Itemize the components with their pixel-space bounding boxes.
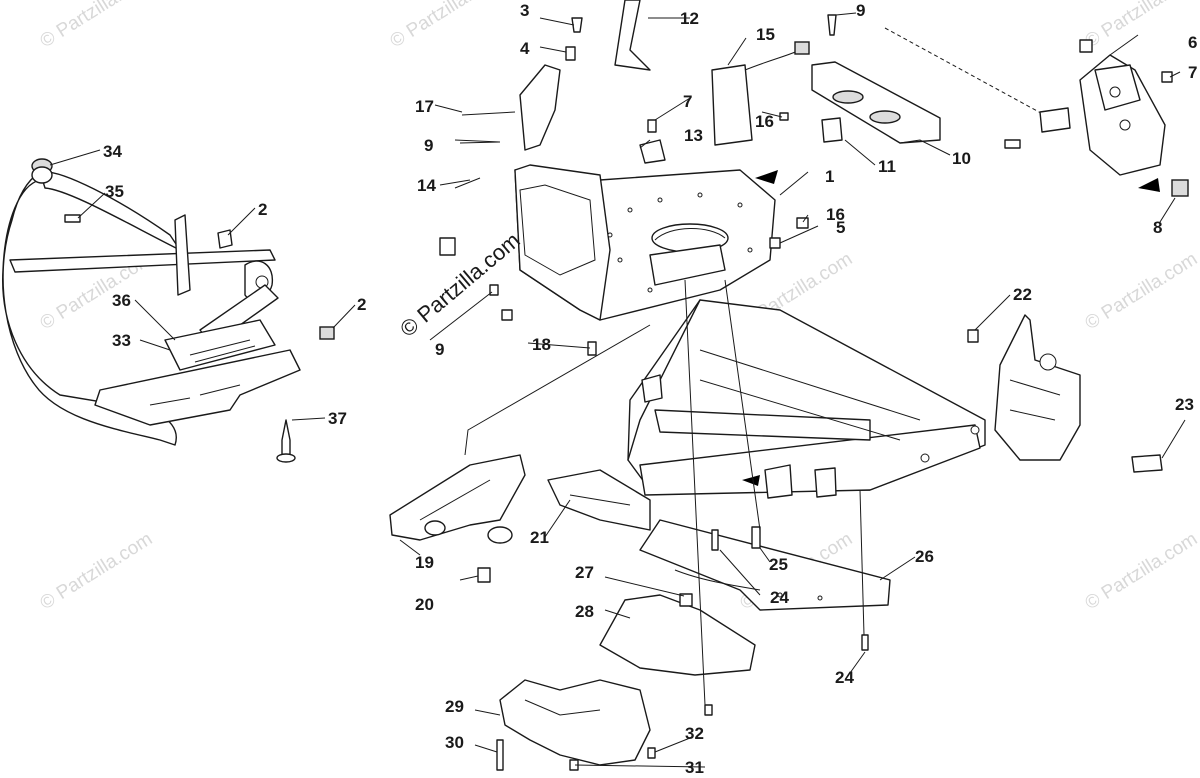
watermark-faint: © Partzilla.com	[1082, 249, 1200, 335]
callout-20: 20	[415, 595, 434, 614]
callout-2b: 2	[357, 295, 366, 314]
front-frame	[627, 299, 986, 499]
skid-plates	[496, 519, 891, 771]
callout-1: 1	[825, 167, 834, 186]
callout-11: 11	[878, 157, 896, 176]
callout-32: 32	[685, 724, 704, 743]
watermark-faint: © Partzilla.com	[1082, 529, 1200, 615]
callout-27: 27	[575, 563, 594, 582]
callout-23: 23	[1175, 395, 1194, 414]
callout-16a: 16	[755, 112, 774, 131]
callout-4: 4	[520, 39, 530, 58]
callout-16b: 16	[826, 205, 845, 224]
callout-37: 37	[328, 409, 347, 428]
callout-21: 21	[530, 528, 549, 547]
side-bracket	[884, 27, 1189, 197]
callout-25: 25	[769, 555, 788, 574]
callout-labels: 1 2 2 3 4 5 6 7 7 8 9 9 9 10 11 12 13 14…	[103, 1, 1197, 777]
callout-19: 19	[415, 553, 434, 572]
callout-29: 29	[445, 697, 464, 716]
watermark-main: © Partzilla.com	[395, 227, 525, 341]
callout-8: 8	[1153, 218, 1162, 237]
watermark-faint: © Partzilla.com	[37, 529, 157, 615]
callout-15: 15	[756, 25, 775, 44]
callout-24a: 24	[770, 588, 789, 607]
callout-3: 3	[520, 1, 529, 20]
callout-13: 13	[684, 126, 703, 145]
callout-30: 30	[445, 733, 464, 752]
callout-10: 10	[952, 149, 971, 168]
callout-35: 35	[105, 182, 124, 201]
callout-12: 12	[680, 9, 699, 28]
watermark-faint: © Partzilla.com	[1082, 0, 1200, 52]
callout-9c: 9	[435, 340, 444, 359]
front-cowl-bracket	[439, 0, 810, 356]
callout-7a: 7	[683, 92, 692, 111]
callout-5: 5	[836, 218, 845, 237]
callout-2a: 2	[258, 200, 267, 219]
callout-36: 36	[112, 291, 131, 310]
callout-9b: 9	[424, 136, 433, 155]
watermark-faint: © Partzilla.com	[37, 0, 157, 52]
callout-24b: 24	[835, 668, 854, 687]
callout-31: 31	[685, 758, 704, 777]
watermark-faint: © Partzilla.com	[387, 0, 507, 52]
support-plate	[811, 14, 941, 144]
callout-33: 33	[112, 331, 131, 350]
callout-14: 14	[417, 176, 436, 195]
callout-9a: 9	[856, 1, 865, 20]
rear-bracket	[967, 314, 1163, 473]
callout-22: 22	[1013, 285, 1032, 304]
callout-17: 17	[415, 97, 434, 116]
callout-28: 28	[575, 602, 594, 621]
callout-18: 18	[532, 335, 551, 354]
callout-6: 6	[1188, 33, 1197, 52]
callout-34: 34	[103, 142, 122, 161]
leader-lines	[49, 12, 1186, 768]
lower-brackets	[389, 454, 651, 583]
callout-7b: 7	[1188, 63, 1197, 82]
front-bumper-assembly	[2, 158, 335, 463]
callout-26: 26	[915, 547, 934, 566]
